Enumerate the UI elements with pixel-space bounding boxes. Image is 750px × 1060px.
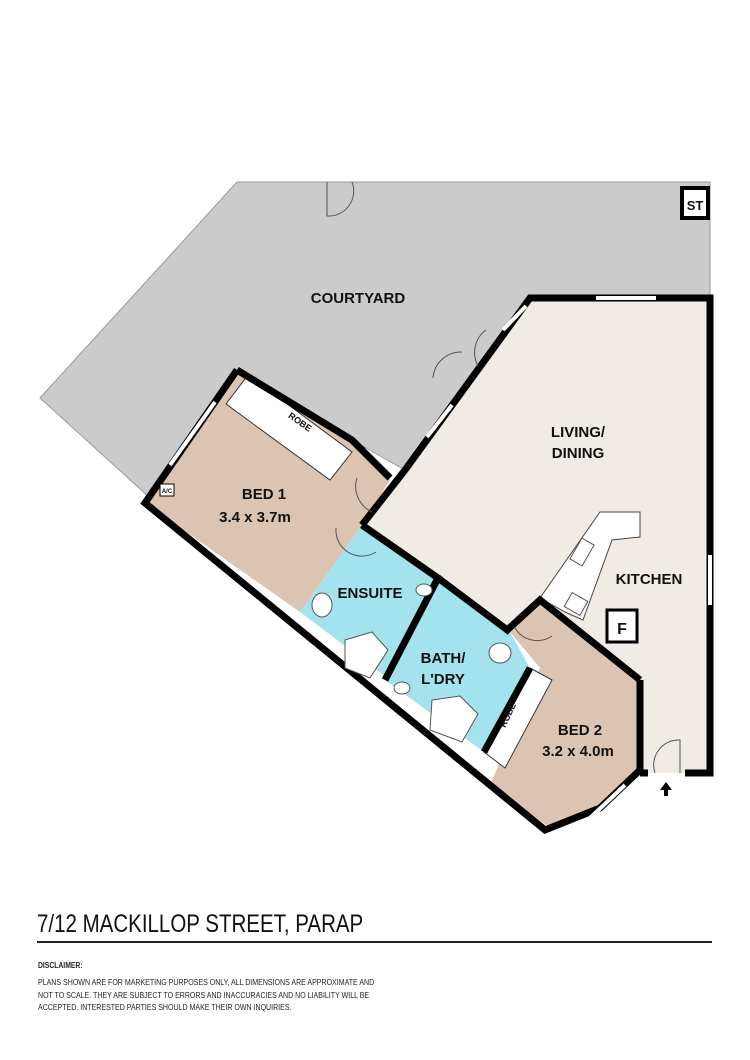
- doors: [326, 181, 681, 774]
- store-box: [680, 186, 710, 220]
- living-label-2: DINING: [552, 445, 605, 462]
- disclaimer-line: PLANS SHOWN ARE FOR MARKETING PURPOSES O…: [38, 978, 375, 987]
- title-divider: [37, 941, 712, 943]
- bed2-area: [490, 600, 640, 828]
- disclaimer-heading: DISCLAIMER:: [38, 961, 83, 970]
- bed1-area: [145, 370, 390, 612]
- shower-icon: [344, 631, 389, 679]
- living-label-1: LIVING/: [551, 424, 606, 441]
- basin-icon: [393, 681, 411, 695]
- ensuite-label: ENSUITE: [337, 585, 402, 602]
- bed1-name: BED 1: [242, 486, 286, 503]
- kitchen-label: KITCHEN: [616, 571, 683, 588]
- sink-icon: [569, 537, 595, 567]
- bed2-size: 3.2 x 4.0m: [542, 743, 614, 760]
- windows: [168, 296, 712, 820]
- robe1: [225, 374, 353, 481]
- basin-icon: [415, 583, 433, 597]
- property-address: 7/12 MACKILLOP STREET, PARAP: [37, 910, 364, 938]
- toilet-icon: [488, 642, 512, 664]
- courtyard-label: COURTYARD: [311, 290, 406, 307]
- bath-label-2: L'DRY: [421, 671, 465, 688]
- disclaimer-text: PLANS SHOWN ARE FOR MARKETING PURPOSES O…: [38, 977, 408, 1015]
- bath-label-1: BATH/: [421, 650, 467, 667]
- cooktop-icon: [563, 591, 589, 617]
- store-label: ST: [687, 198, 704, 213]
- toilet-icon: [311, 592, 333, 618]
- fridge-box: [605, 608, 639, 644]
- floor-plan: F ST A: [39, 181, 714, 835]
- disclaimer-line: NOT TO SCALE. THEY ARE SUBJECT TO ERRORS…: [38, 990, 370, 1000]
- bed1-size: 3.4 x 3.7m: [219, 509, 291, 526]
- courtyard-area: [39, 181, 711, 499]
- ac-label: A/C: [162, 489, 173, 495]
- fridge-label: F: [617, 621, 627, 638]
- entry-arrow-icon: [660, 782, 672, 796]
- shower-icon: [429, 695, 479, 743]
- bed2-name: BED 2: [558, 722, 602, 739]
- bathroom-fixtures: [311, 583, 512, 743]
- disclaimer-line: ACCEPTED. INTERESTED PARTIES SHOULD MAKE…: [38, 1003, 292, 1012]
- living-dining-area: [362, 298, 710, 773]
- ac-box: [159, 483, 175, 497]
